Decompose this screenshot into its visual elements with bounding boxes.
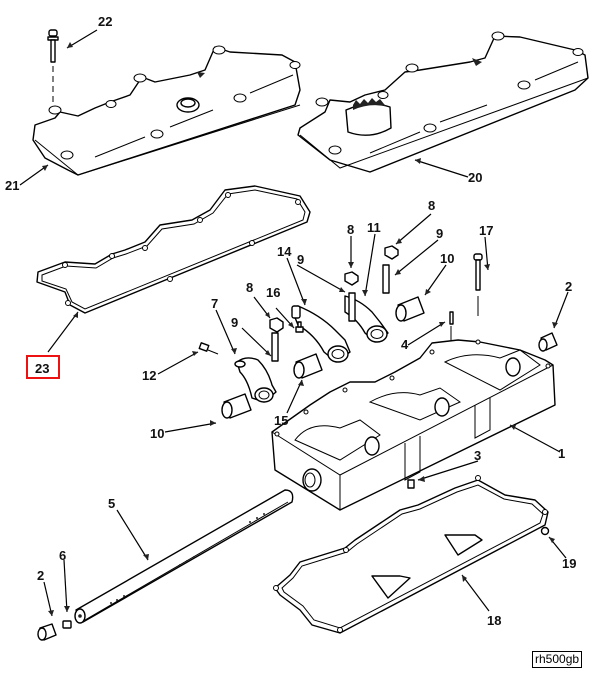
callout-8[interactable]: 8 <box>428 198 435 213</box>
part-bushing[interactable] <box>221 296 425 419</box>
callout-2[interactable]: 2 <box>37 568 44 583</box>
part-plug-6[interactable] <box>62 620 72 629</box>
part-rocker-cover-gasket[interactable] <box>36 185 311 314</box>
callout-17[interactable]: 17 <box>479 223 493 238</box>
part-rocker-arm-14[interactable] <box>291 305 351 363</box>
part-adjusting-screw[interactable] <box>271 264 390 362</box>
highlight-box <box>26 355 60 379</box>
callout-10[interactable]: 10 <box>150 426 164 441</box>
part-screw-12[interactable] <box>198 342 219 355</box>
callout-6[interactable]: 6 <box>59 548 66 563</box>
part-plug-right[interactable] <box>538 332 558 352</box>
callout-4[interactable]: 4 <box>401 337 409 352</box>
callout-11[interactable]: 11 <box>367 220 381 235</box>
callout-9[interactable]: 9 <box>436 226 443 241</box>
callout-8[interactable]: 8 <box>246 280 253 295</box>
callout-16[interactable]: 16 <box>266 285 280 300</box>
part-screw-16[interactable] <box>295 321 304 333</box>
figure-id-label: rh500gb <box>532 651 583 668</box>
callout-14[interactable]: 14 <box>277 244 292 259</box>
callout-7[interactable]: 7 <box>211 296 218 311</box>
part-rocker-cover-right[interactable] <box>297 31 589 173</box>
part-housing-gasket[interactable] <box>273 475 549 634</box>
part-rocker-housing[interactable] <box>271 339 556 511</box>
callout-19[interactable]: 19 <box>562 556 576 571</box>
part-o-ring[interactable] <box>540 526 550 536</box>
callout-12[interactable]: 12 <box>142 368 156 383</box>
callout-9[interactable]: 9 <box>231 315 238 330</box>
callout-1[interactable]: 1 <box>558 446 565 461</box>
callout-18[interactable]: 18 <box>487 613 501 628</box>
part-cover-bolt[interactable] <box>47 29 59 106</box>
part-nut[interactable] <box>269 245 399 333</box>
callout-5[interactable]: 5 <box>108 496 115 511</box>
callout-15[interactable]: 15 <box>274 413 288 428</box>
callout-20[interactable]: 20 <box>468 170 482 185</box>
part-rocker-shaft[interactable] <box>74 489 294 624</box>
callout-10[interactable]: 10 <box>440 251 454 266</box>
part-rocker-cover-left[interactable] <box>32 45 301 176</box>
callout-21[interactable]: 21 <box>5 178 19 193</box>
callout-23[interactable]: 23 <box>35 361 49 376</box>
part-plug-left[interactable] <box>37 623 57 641</box>
part-housing-bolt[interactable] <box>473 253 483 316</box>
leader-lines <box>19 29 569 617</box>
callout-22[interactable]: 22 <box>98 14 112 29</box>
callout-9[interactable]: 9 <box>297 252 304 267</box>
callout-8[interactable]: 8 <box>347 222 354 237</box>
leader-arrowheads <box>42 42 558 616</box>
callout-labels: 22 21 20 23 14 8 11 8 9 17 10 2 9 16 8 7… <box>5 14 576 628</box>
part-set-screw[interactable] <box>407 479 415 489</box>
callout-2[interactable]: 2 <box>565 279 572 294</box>
part-rocker-arm-7[interactable] <box>234 357 277 403</box>
callout-3[interactable]: 3 <box>474 448 481 463</box>
